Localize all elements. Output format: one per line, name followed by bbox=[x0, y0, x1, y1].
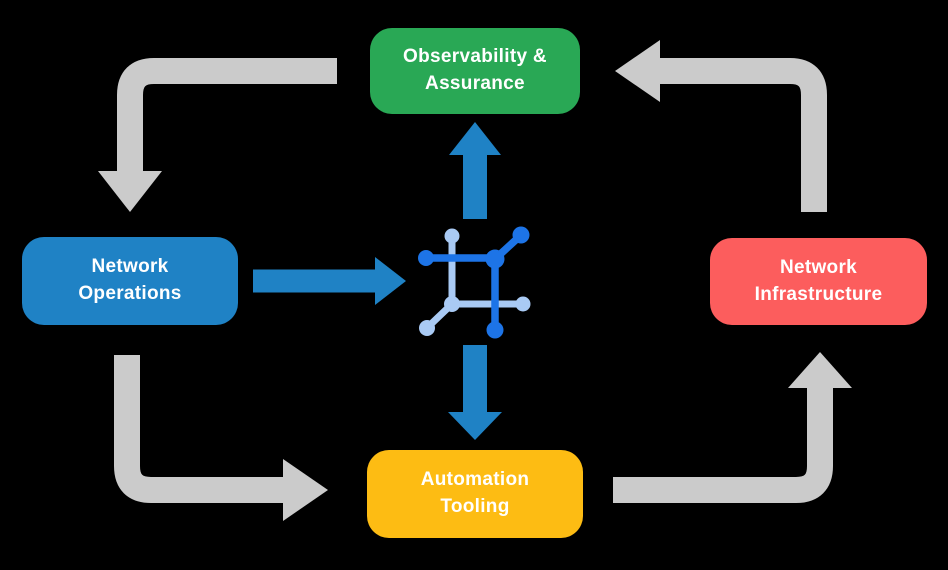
arrow-icon-to-observability bbox=[449, 122, 501, 219]
node-network-operations: Network Operations bbox=[22, 237, 238, 325]
arrow-automation-to-infrastructure bbox=[613, 352, 852, 503]
arrow-infrastructure-to-observability bbox=[615, 40, 827, 212]
arrowhead-right bbox=[375, 257, 406, 305]
arrowhead-down bbox=[448, 412, 502, 440]
node-observability-assurance: Observability & Assurance bbox=[370, 28, 580, 114]
node-label: Automation Tooling bbox=[420, 469, 530, 517]
icon-dark-nodes bbox=[418, 226, 530, 339]
node-label: Network Operations bbox=[78, 256, 182, 304]
arrowhead-up bbox=[788, 352, 852, 388]
arrowhead-down bbox=[98, 171, 162, 212]
icon-light-nodes bbox=[419, 228, 531, 336]
node-label: Network Infrastructure bbox=[754, 256, 883, 305]
arrowhead-right bbox=[283, 459, 328, 521]
arrow-observability-to-operations bbox=[98, 58, 337, 212]
network-nodes-icon bbox=[418, 226, 531, 339]
arrowhead-left bbox=[615, 40, 660, 102]
arrow-icon-to-automation bbox=[448, 345, 502, 440]
arrow-operations-to-icon bbox=[253, 257, 406, 305]
node-network-infrastructure: Network Infrastructure bbox=[710, 238, 927, 325]
node-automation-tooling: Automation Tooling bbox=[367, 450, 583, 538]
arrowhead-up bbox=[449, 122, 501, 155]
arrow-operations-to-automation bbox=[114, 355, 328, 521]
node-label: Observability & Assurance bbox=[403, 46, 547, 94]
